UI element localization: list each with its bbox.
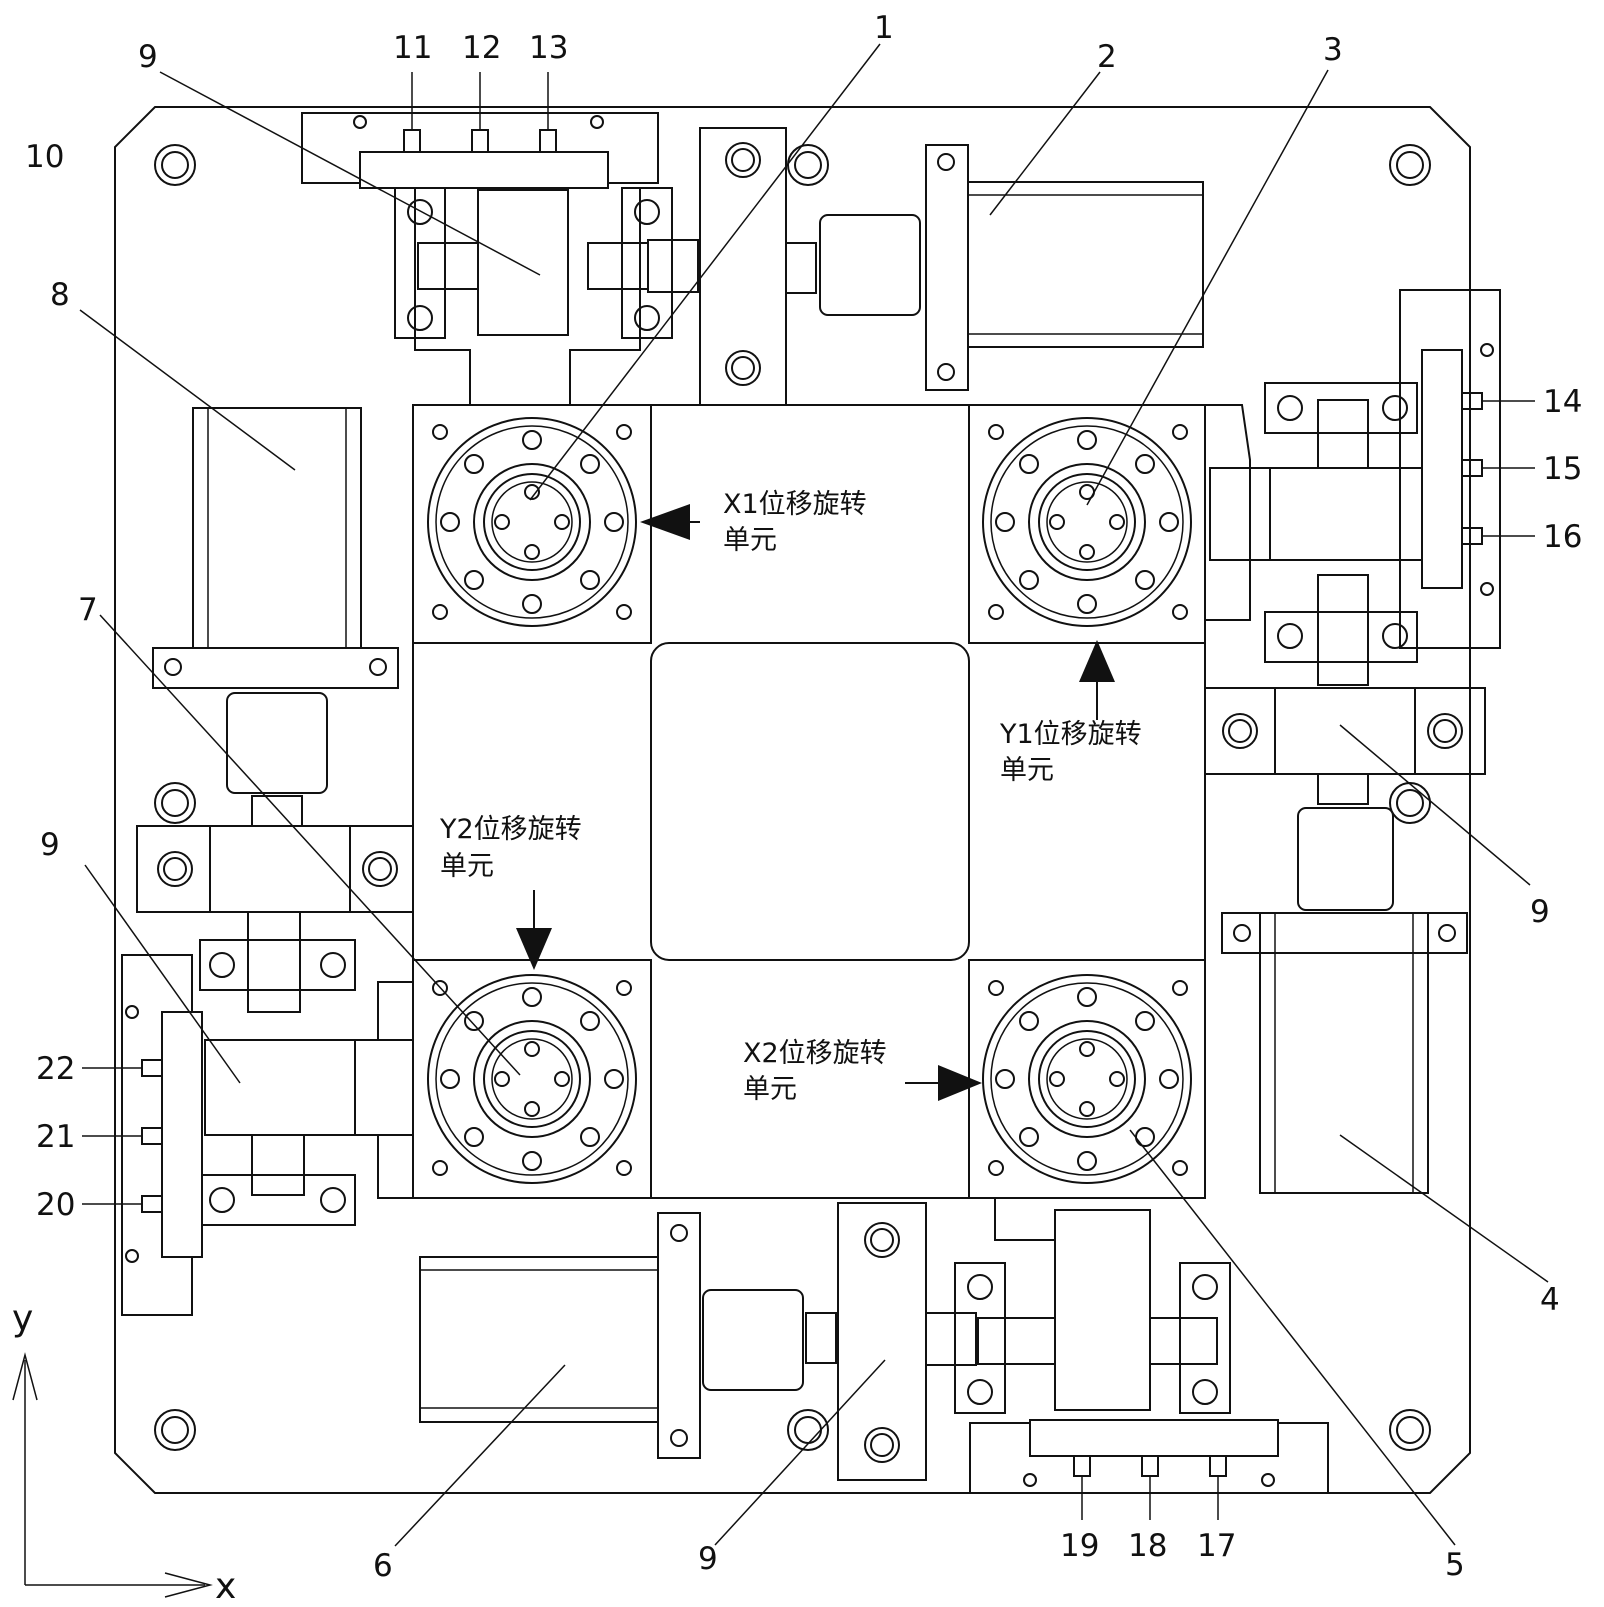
rotation-unit-x1 xyxy=(427,417,637,627)
label-9-left: 9 xyxy=(40,827,60,863)
unit-label-y1-line1: Y1位移旋转 xyxy=(999,719,1142,750)
label-3: 3 xyxy=(1323,32,1343,68)
unit-plate-y2 xyxy=(412,959,652,1199)
unit-label-x1-line1: X1位移旋转 xyxy=(723,489,867,520)
label-13: 13 xyxy=(529,30,568,66)
unit-label-y2-line1: Y2位移旋转 xyxy=(439,814,582,845)
label-21: 21 xyxy=(36,1119,75,1155)
label-22: 22 xyxy=(36,1051,75,1087)
label-12: 12 xyxy=(462,30,501,66)
center-window xyxy=(650,642,970,961)
coordinate-axes: y x xyxy=(12,1298,236,1607)
unit-plate-y1 xyxy=(968,404,1206,644)
part-number-labels: 1 2 3 4 5 6 7 8 9 9 9 9 10 11 12 13 14 1… xyxy=(25,10,1582,1584)
unit-arrows xyxy=(516,504,1115,1101)
label-18: 18 xyxy=(1128,1528,1167,1564)
unit-plate-x1 xyxy=(412,404,652,644)
rotation-unit-y2 xyxy=(427,974,637,1184)
label-9-right: 9 xyxy=(1530,894,1550,930)
corner-holes xyxy=(154,144,1431,1451)
label-15: 15 xyxy=(1543,451,1582,487)
label-10: 10 xyxy=(25,139,64,175)
label-1: 1 xyxy=(874,10,894,46)
central-platform xyxy=(412,404,1206,1199)
top-assembly xyxy=(301,112,1204,406)
rotation-unit-x2 xyxy=(982,974,1192,1184)
label-7: 7 xyxy=(78,592,98,628)
label-20: 20 xyxy=(36,1187,75,1223)
label-17: 17 xyxy=(1197,1528,1236,1564)
label-8: 8 xyxy=(50,277,70,313)
unit-label-y1-line2: 单元 xyxy=(1000,755,1054,786)
label-11: 11 xyxy=(393,30,432,66)
y-axis-label: y xyxy=(12,1298,33,1339)
unit-labels: X1位移旋转 单元 Y1位移旋转 单元 Y2位移旋转 单元 X2位移旋转 单元 xyxy=(439,489,1142,1105)
left-assembly xyxy=(121,407,414,1316)
unit-label-x2-line2: 单元 xyxy=(743,1074,797,1105)
label-6: 6 xyxy=(373,1548,393,1584)
unit-label-y2-line2: 单元 xyxy=(440,851,494,882)
label-5: 5 xyxy=(1445,1547,1465,1583)
unit-label-x2-line1: X2位移旋转 xyxy=(743,1038,887,1069)
right-assembly xyxy=(1204,289,1501,1194)
unit-plate-x2 xyxy=(968,959,1206,1199)
label-2: 2 xyxy=(1097,39,1117,75)
bottom-assembly xyxy=(419,1198,1329,1494)
label-9-top: 9 xyxy=(138,39,158,75)
leader-lines xyxy=(79,43,1549,1547)
x-axis-label: x xyxy=(215,1566,236,1607)
label-4: 4 xyxy=(1540,1282,1560,1318)
label-9-bottom: 9 xyxy=(698,1541,718,1577)
unit-label-x1-line2: 单元 xyxy=(723,525,777,556)
label-19: 19 xyxy=(1060,1528,1099,1564)
rotation-unit-y1 xyxy=(982,417,1192,627)
label-16: 16 xyxy=(1543,519,1582,555)
base-plate xyxy=(114,106,1471,1494)
label-14: 14 xyxy=(1543,384,1582,420)
